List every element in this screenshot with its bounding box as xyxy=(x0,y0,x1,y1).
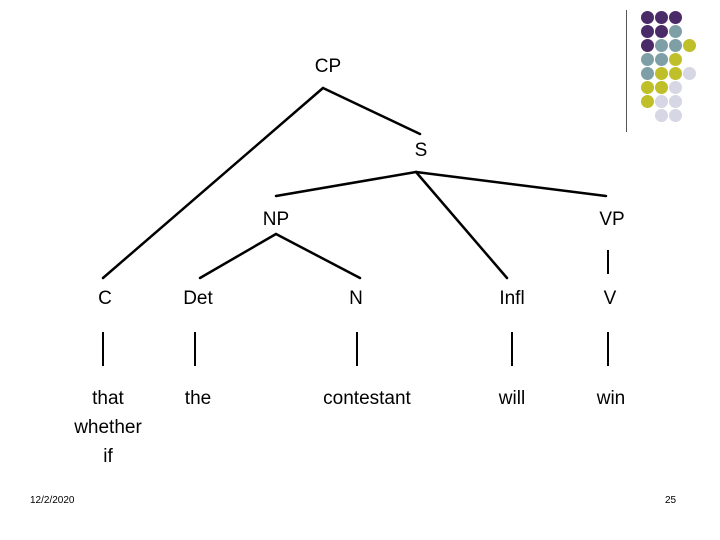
word-whether: whether xyxy=(74,413,142,442)
node-np: NP xyxy=(263,209,289,231)
node-infl: Infl xyxy=(499,288,524,310)
branch-np-n xyxy=(276,234,360,278)
bar-v-word xyxy=(607,332,609,366)
page-number: 25 xyxy=(665,495,676,506)
branch-s-np xyxy=(276,172,416,196)
node-s: S xyxy=(415,140,428,162)
branch-cp-s xyxy=(323,88,420,134)
word-that: that xyxy=(74,384,142,413)
word-contestant: contestant xyxy=(323,384,411,413)
node-v: V xyxy=(604,288,617,310)
branch-s-vp xyxy=(416,172,606,196)
branch-s-infl xyxy=(416,172,507,278)
word-the: the xyxy=(185,384,211,413)
node-cp: CP xyxy=(315,56,341,78)
footer-date: 12/2/2020 xyxy=(30,495,75,506)
word-win: win xyxy=(597,384,626,413)
branch-np-det xyxy=(200,234,276,278)
node-c: C xyxy=(98,288,112,310)
word-if: if xyxy=(74,442,142,471)
bar-n-word xyxy=(356,332,358,366)
bar-infl-word xyxy=(511,332,513,366)
bar-c-word xyxy=(102,332,104,366)
word-will: will xyxy=(499,384,525,413)
node-det: Det xyxy=(183,288,213,310)
bar-det-word xyxy=(194,332,196,366)
branch-cp-c xyxy=(103,88,323,278)
node-vp: VP xyxy=(599,209,624,231)
node-n: N xyxy=(349,288,363,310)
bar-vp-v xyxy=(607,250,609,274)
word-c-list: that whether if xyxy=(74,384,142,471)
